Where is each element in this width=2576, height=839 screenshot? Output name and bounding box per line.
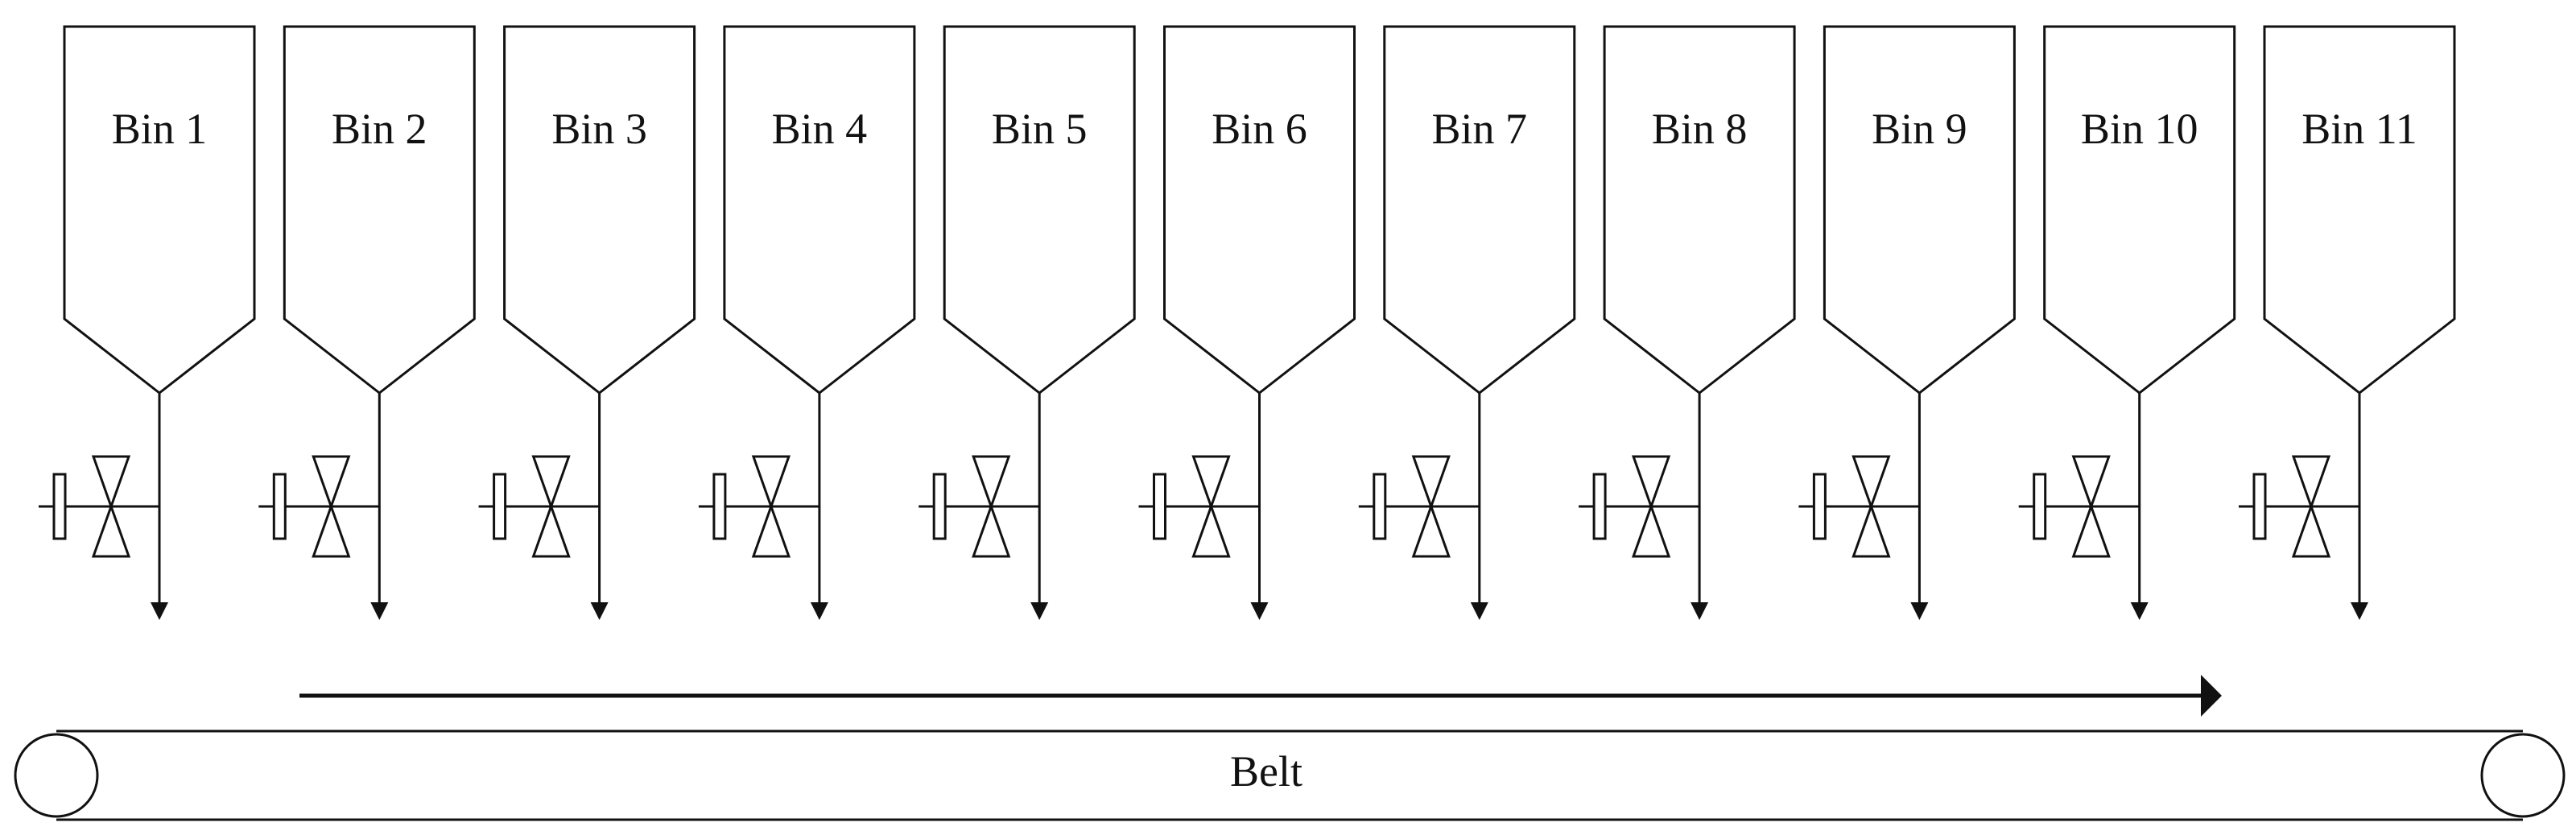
belt-direction-arrow <box>299 675 2222 717</box>
gate-valve-icon <box>2239 455 2359 558</box>
hopper-outline <box>63 25 256 395</box>
hopper-outline <box>943 25 1136 395</box>
hopper-outline <box>1163 25 1356 395</box>
bin-7: Bin 7 <box>1358 25 1576 620</box>
gate-valve-icon <box>1798 455 1920 558</box>
bin-4: Bin 4 <box>698 25 916 620</box>
bin-6: Bin 6 <box>1138 25 1356 620</box>
gate-valve-icon <box>1138 455 1260 558</box>
down-arrow-icon <box>1250 602 1269 620</box>
valve-handle <box>272 473 287 540</box>
hopper-outline <box>2263 25 2456 395</box>
right-pulley <box>2480 733 2566 818</box>
hopper-outline <box>2043 25 2236 395</box>
down-arrow-icon <box>1690 602 1709 620</box>
down-arrow-icon <box>590 602 609 620</box>
bin-label: Bin 2 <box>332 105 427 153</box>
bin-label: Bin 4 <box>772 105 868 153</box>
gate-valve-icon <box>478 455 600 558</box>
bin-label: Bin 6 <box>1212 105 1307 153</box>
valve-handle <box>1373 473 1387 540</box>
gate-valve-icon <box>1358 455 1480 558</box>
gate-valve-icon <box>39 455 159 558</box>
bin-8: Bin 8 <box>1579 25 1796 620</box>
conveyor-belt: Belt <box>14 729 2566 821</box>
down-arrow-icon <box>2130 602 2149 620</box>
hopper-outline <box>1823 25 2016 395</box>
valve-handle <box>1592 473 1607 540</box>
bin-label: Bin 11 <box>2301 105 2417 153</box>
down-arrow-icon <box>1470 602 1488 620</box>
bin-2: Bin 2 <box>258 25 476 620</box>
valve-handle <box>493 473 507 540</box>
down-arrow-icon <box>1910 602 1929 620</box>
bin-label: Bin 7 <box>1432 105 1528 153</box>
down-arrow-icon <box>370 602 389 620</box>
bin-label: Bin 3 <box>551 105 647 153</box>
left-pulley <box>14 733 99 818</box>
down-arrow-icon <box>810 602 828 620</box>
gate-valve-icon <box>2018 455 2140 558</box>
bin-label: Bin 10 <box>2081 105 2198 153</box>
gate-valve-icon <box>698 455 819 558</box>
bin-label: Bin 5 <box>992 105 1088 153</box>
bin-5: Bin 5 <box>919 25 1136 620</box>
hopper-outline <box>723 25 916 395</box>
belt-label: Belt <box>1230 747 1302 796</box>
valve-handle <box>52 473 67 540</box>
bin-1: Bin 1 <box>39 25 256 620</box>
valve-handle <box>2252 473 2267 540</box>
down-arrow-icon <box>151 602 168 620</box>
down-arrow-icon <box>1030 602 1049 620</box>
valve-handle <box>1812 473 1827 540</box>
bins: Bin 1 Bin 2 Bin 3 Bin 4 Bin 5 Bin 6 Bin 7 Bin 8… <box>39 25 2456 620</box>
bin-11: Bin 11 <box>2239 25 2456 620</box>
hopper-outline <box>1383 25 1576 395</box>
valve-handle <box>2033 473 2047 540</box>
hopper-outline <box>283 25 476 395</box>
gate-valve-icon <box>919 455 1040 558</box>
bin-label: Bin 8 <box>1652 105 1748 153</box>
bin-3: Bin 3 <box>478 25 696 620</box>
valve-handle <box>712 473 727 540</box>
down-arrow-icon <box>2351 602 2368 620</box>
hopper-outline <box>1603 25 1796 395</box>
bin-label: Bin 1 <box>112 105 208 153</box>
gate-valve-icon <box>1579 455 1700 558</box>
bin-label: Bin 9 <box>1872 105 1967 153</box>
valve-handle <box>932 473 947 540</box>
bin-10: Bin 10 <box>2018 25 2236 620</box>
gate-valve-icon <box>258 455 380 558</box>
valve-handle <box>1153 473 1166 540</box>
bin-9: Bin 9 <box>1798 25 2016 620</box>
hopper-outline <box>503 25 696 395</box>
